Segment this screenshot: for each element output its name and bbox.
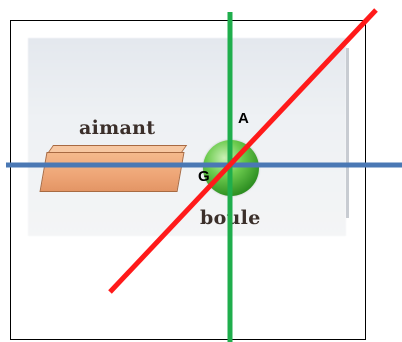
- diagonal-line: [108, 8, 378, 294]
- photo-background: [28, 38, 346, 236]
- magnet-label: aimant: [79, 117, 156, 139]
- point-a-label: A: [238, 110, 249, 127]
- photo-edge: [346, 48, 349, 218]
- point-g-label: G: [198, 168, 210, 185]
